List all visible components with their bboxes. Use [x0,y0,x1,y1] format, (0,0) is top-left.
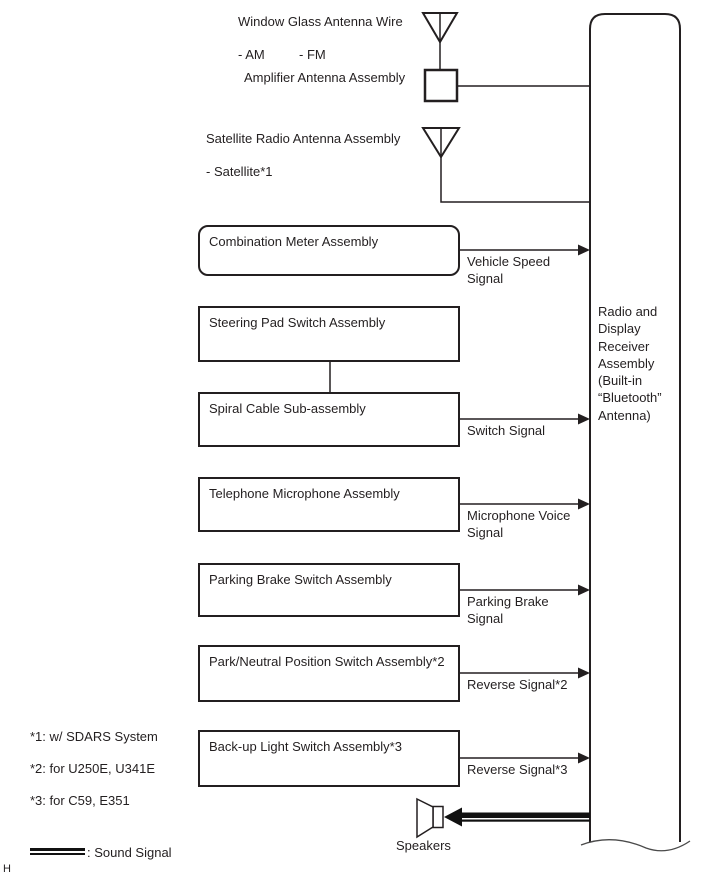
footnote-3: *3: for C59, E351 [30,793,130,808]
window-glass-antenna-title: Window Glass Antenna Wire [238,14,403,29]
vehicle-speed-signal-label: Vehicle Speed Signal [467,254,551,286]
telephone-microphone-label: Telephone Microphone Assembly [209,486,400,501]
combination-meter-box: Combination Meter Assembly [198,225,460,276]
reverse-signal2-label: Reverse Signal*2 [467,677,568,692]
footnote-2: *2: for U250E, U341E [30,761,156,776]
reverse-signal2-arrow [460,667,590,679]
parking-brake-arrow [460,584,590,596]
footnote-1: *1: w/ SDARS System [30,729,158,744]
park-neutral-switch-label: Park/Neutral Position Switch Assembly*2 [209,654,445,669]
speaker-icon [416,797,444,839]
sound-signal-legend-bar-icon [30,848,85,855]
park-neutral-switch-box: Park/Neutral Position Switch Assembly*2 [198,645,460,702]
amplifier-antenna-label: Amplifier Antenna Assembly [244,70,406,85]
backup-light-switch-label: Back-up Light Switch Assembly*3 [209,739,402,754]
parking-brake-switch-label: Parking Brake Switch Assembly [209,572,392,587]
am-band-label: - AM [238,47,265,62]
satellite-band-label: - Satellite*1 [206,164,273,179]
reverse-signal3-arrow [460,752,590,764]
parking-brake-switch-box: Parking Brake Switch Assembly [198,563,460,617]
satellite-to-receiver-line [440,128,589,203]
receiver-torn-edge-icon [580,839,691,852]
speakers-label: Speakers [396,838,451,853]
switch-signal-label: Switch Signal [467,423,546,438]
steering-pad-switch-label: Steering Pad Switch Assembly [209,315,386,330]
sound-signal-arrow [444,807,590,827]
telephone-microphone-box: Telephone Microphone Assembly [198,477,460,532]
vehicle-speed-arrow [460,244,590,256]
combination-meter-label: Combination Meter Assembly [209,234,379,249]
fm-band-label: - FM [299,47,326,62]
microphone-voice-arrow [460,498,590,510]
microphone-voice-signal-label: Microphone Voice Signal [467,508,571,540]
spiral-cable-label: Spiral Cable Sub-assembly [209,401,366,416]
backup-light-switch-box: Back-up Light Switch Assembly*3 [198,730,460,787]
satellite-antenna-title: Satellite Radio Antenna Assembly [206,131,401,146]
reverse-signal3-label: Reverse Signal*3 [467,762,568,777]
switch-signal-arrow [460,413,590,425]
page-mark: H [3,863,11,875]
receiver-box [589,13,681,842]
steering-pad-switch-box: Steering Pad Switch Assembly [198,306,460,362]
sound-signal-legend-label: : Sound Signal [87,845,172,860]
receiver-label: Radio and Display Receiver Assembly (Bui… [598,304,662,423]
parking-brake-signal-label: Parking Brake Signal [467,594,549,626]
spiral-cable-box: Spiral Cable Sub-assembly [198,392,460,447]
amplifier-box-icon [423,68,459,103]
